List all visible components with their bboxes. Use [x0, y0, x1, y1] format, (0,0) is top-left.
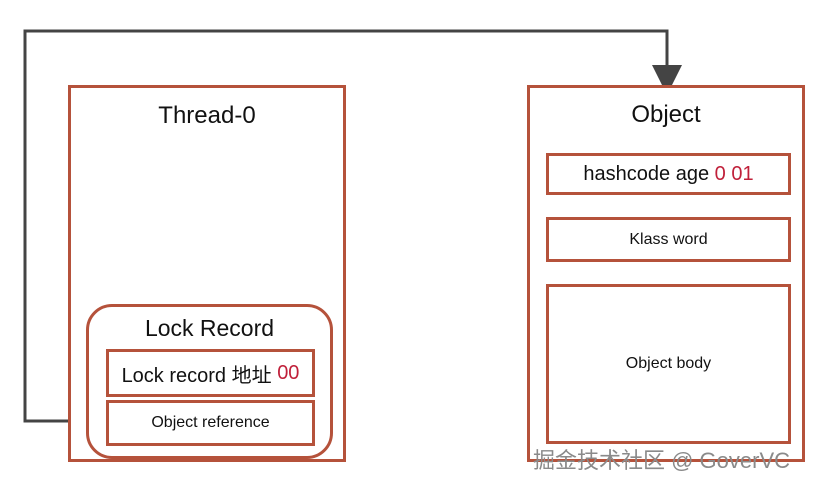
lock-record-address-label: Lock record 地址 — [121, 364, 272, 387]
mark-word-label: hashcode age — [583, 162, 710, 185]
lock-record-title: Lock Record — [144, 315, 275, 341]
object-title: Object — [631, 101, 701, 128]
watermark: 掘金技术社区 @ GoverVC — [533, 448, 791, 473]
object-reference-label: Object reference — [151, 414, 270, 431]
object-box: Object hashcode age 0 01 Klass word Obje… — [527, 85, 805, 462]
object-body-label: Object body — [625, 355, 712, 372]
lock-record-address-bits: 00 — [277, 361, 300, 384]
mark-word-cell: hashcode age 0 01 — [546, 153, 791, 195]
connector-line — [23, 29, 682, 423]
object-reference-cell: Object reference — [106, 400, 315, 446]
lock-record-address-cell: Lock record 地址 00 — [106, 349, 315, 397]
lock-record-box: Lock Record Lock record 地址 00 Object ref… — [86, 304, 333, 459]
mark-word-bits: 0 01 — [714, 162, 754, 185]
thread-title: Thread-0 — [158, 102, 256, 129]
klass-word-cell: Klass word — [546, 217, 791, 262]
klass-word-label: Klass word — [629, 230, 708, 248]
thread-box: Thread-0 Lock Record Lock record 地址 00 O… — [68, 85, 346, 462]
object-body-cell: Object body — [546, 284, 791, 444]
